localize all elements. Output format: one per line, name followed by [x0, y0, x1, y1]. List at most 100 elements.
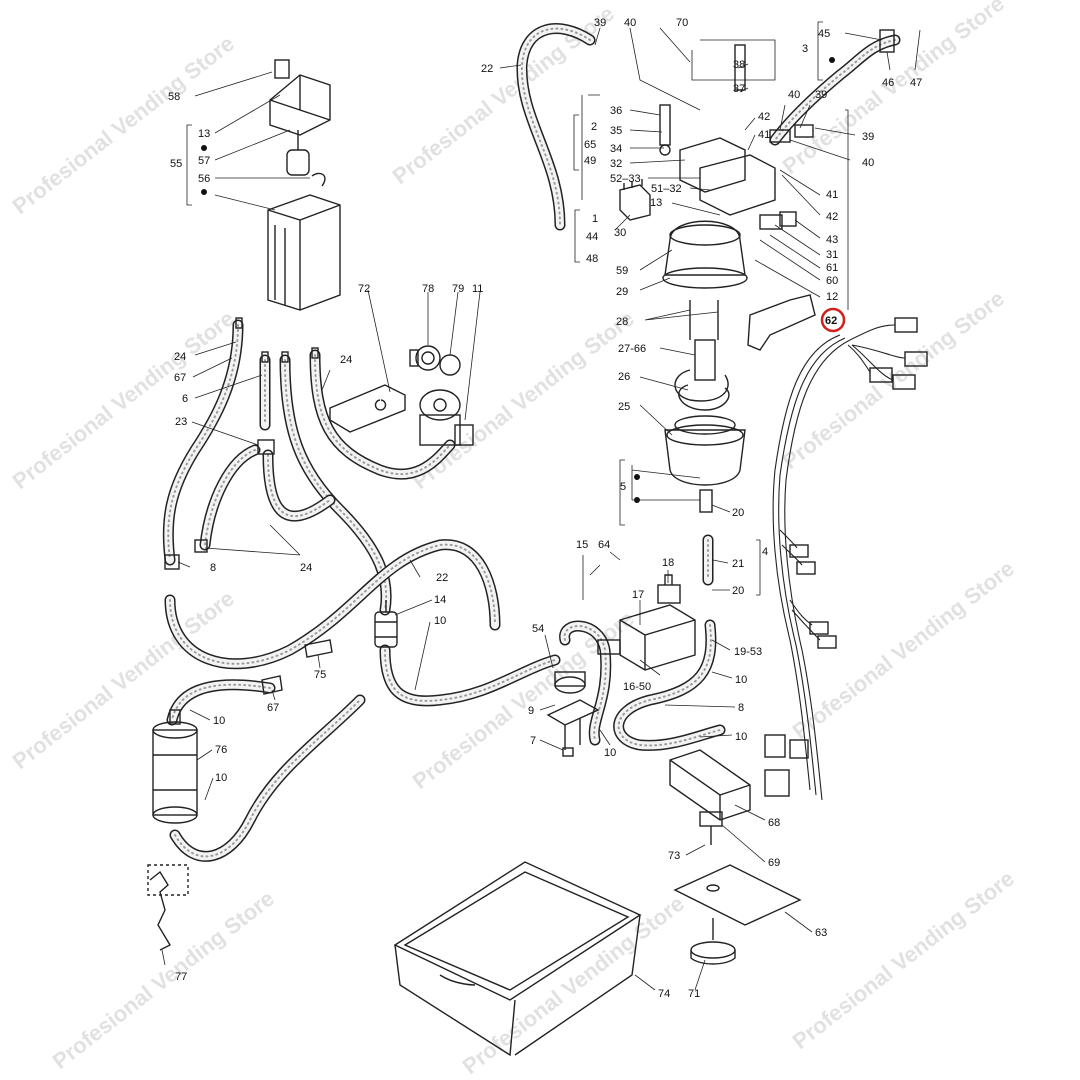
part-label: 9 — [528, 705, 534, 717]
watermark: Profesional Vending Store — [788, 866, 1019, 1054]
part-label: 10 — [735, 674, 747, 686]
part-label: 13 — [198, 128, 210, 140]
bracket-62 — [747, 294, 816, 351]
group-braces — [186, 114, 625, 526]
part-label: 13 — [650, 197, 662, 209]
part-label: 62 — [825, 315, 837, 327]
part-label: 42 — [758, 111, 770, 123]
pump-16-50 — [597, 574, 696, 671]
part-label: 38 — [733, 59, 745, 71]
filter-76 — [152, 709, 198, 824]
part-label: 54 — [532, 623, 544, 635]
part-label: 79 — [452, 283, 464, 295]
part-label: 12 — [826, 291, 838, 303]
part-label: 60 — [826, 275, 838, 287]
wiring-harness — [764, 317, 928, 801]
part-label: 27-66 — [618, 343, 646, 355]
watermark: Profesional Vending Store — [8, 586, 239, 774]
leader-lines — [161, 21, 921, 991]
fitting-75 — [304, 639, 333, 658]
switch-69 — [699, 811, 723, 845]
part-label: 29 — [616, 286, 628, 298]
part-label: 21 — [732, 558, 744, 570]
watermark: Profesional Vending Store — [788, 556, 1019, 744]
part-label: 20 — [732, 585, 744, 597]
relay-30 — [619, 179, 651, 221]
part-label: 47 — [910, 77, 922, 89]
watermark: Profesional Vending Store — [778, 0, 1009, 179]
part-label: 10 — [434, 615, 446, 627]
part-label: 10 — [604, 747, 616, 759]
bracket-72 — [329, 384, 406, 433]
part-label: 70 — [676, 17, 688, 29]
part-label: 37 — [733, 83, 745, 95]
watermark: Profesional Vending Store — [458, 891, 689, 1079]
foot-71 — [690, 918, 736, 965]
part-label: 40 — [862, 157, 874, 169]
part-label: 31 — [826, 249, 838, 261]
part-label: 39 — [815, 89, 827, 101]
part-label: 75 — [314, 669, 326, 681]
part-label: 10 — [215, 772, 227, 784]
part-label: 41 — [826, 189, 838, 201]
part-label: 44 — [586, 231, 598, 243]
filter-14 — [374, 600, 398, 648]
part-label: 42 — [826, 211, 838, 223]
part-label: 23 — [175, 416, 187, 428]
part-label: 24 — [340, 354, 352, 366]
hose-layer — [162, 23, 901, 862]
part-label: 8 — [210, 562, 216, 574]
part-label: 34 — [610, 143, 622, 155]
part-label: 61 — [826, 262, 838, 274]
part-label: 63 — [815, 927, 827, 939]
part-label: 74 — [658, 988, 670, 1000]
part-label: 40 — [624, 17, 636, 29]
part-label: 69 — [768, 857, 780, 869]
part-label: 58 — [168, 91, 180, 103]
part-label: 17 — [632, 589, 644, 601]
boiler-assembly — [662, 220, 748, 513]
part-label: 55 — [170, 158, 182, 170]
part-label: 48 — [586, 253, 598, 265]
part-label: 3 — [802, 43, 808, 55]
part-label: 4 — [762, 546, 768, 558]
part-label: 20 — [732, 507, 744, 519]
part-label: 2 — [591, 121, 597, 133]
control-box-68 — [669, 749, 751, 821]
part-label: 46 — [882, 77, 894, 89]
part-label: 10 — [213, 715, 225, 727]
valve-78 — [409, 345, 461, 376]
part-label: 39 — [594, 17, 606, 29]
part-label: 22 — [436, 572, 448, 584]
part-label: 24 — [300, 562, 312, 574]
part-label: 49 — [584, 155, 596, 167]
part-label: 45 — [818, 28, 830, 40]
part-label: 68 — [768, 817, 780, 829]
part-label: 67 — [267, 702, 279, 714]
part-label: 7 — [530, 735, 536, 747]
parts-layer — [147, 29, 928, 1057]
part-label: 30 — [614, 227, 626, 239]
float-valve-55 — [269, 59, 331, 187]
bracket-77 — [149, 870, 171, 951]
part-label: 65 — [584, 139, 596, 151]
t-fitting-23 — [257, 439, 275, 455]
part-label: 5 — [620, 481, 626, 493]
part-label: 56 — [198, 173, 210, 185]
watermark: Profesional Vending Store — [8, 306, 239, 494]
part-label: 11 — [472, 283, 483, 295]
part-label: 57 — [198, 155, 210, 167]
drip-tray-74 — [393, 861, 642, 1057]
part-label: 41 — [758, 129, 770, 141]
part-label: 64 — [598, 539, 610, 551]
part-label: 78 — [422, 283, 434, 295]
part-label: 71 — [688, 988, 700, 1000]
part-label: 28 — [616, 316, 628, 328]
clamp-67 — [261, 675, 283, 695]
part-label: 32 — [610, 158, 622, 170]
valve-block-32 — [659, 44, 776, 216]
part-label: 18 — [662, 557, 674, 569]
part-label: 51–32 — [651, 183, 682, 195]
part-label: 26 — [618, 371, 630, 383]
